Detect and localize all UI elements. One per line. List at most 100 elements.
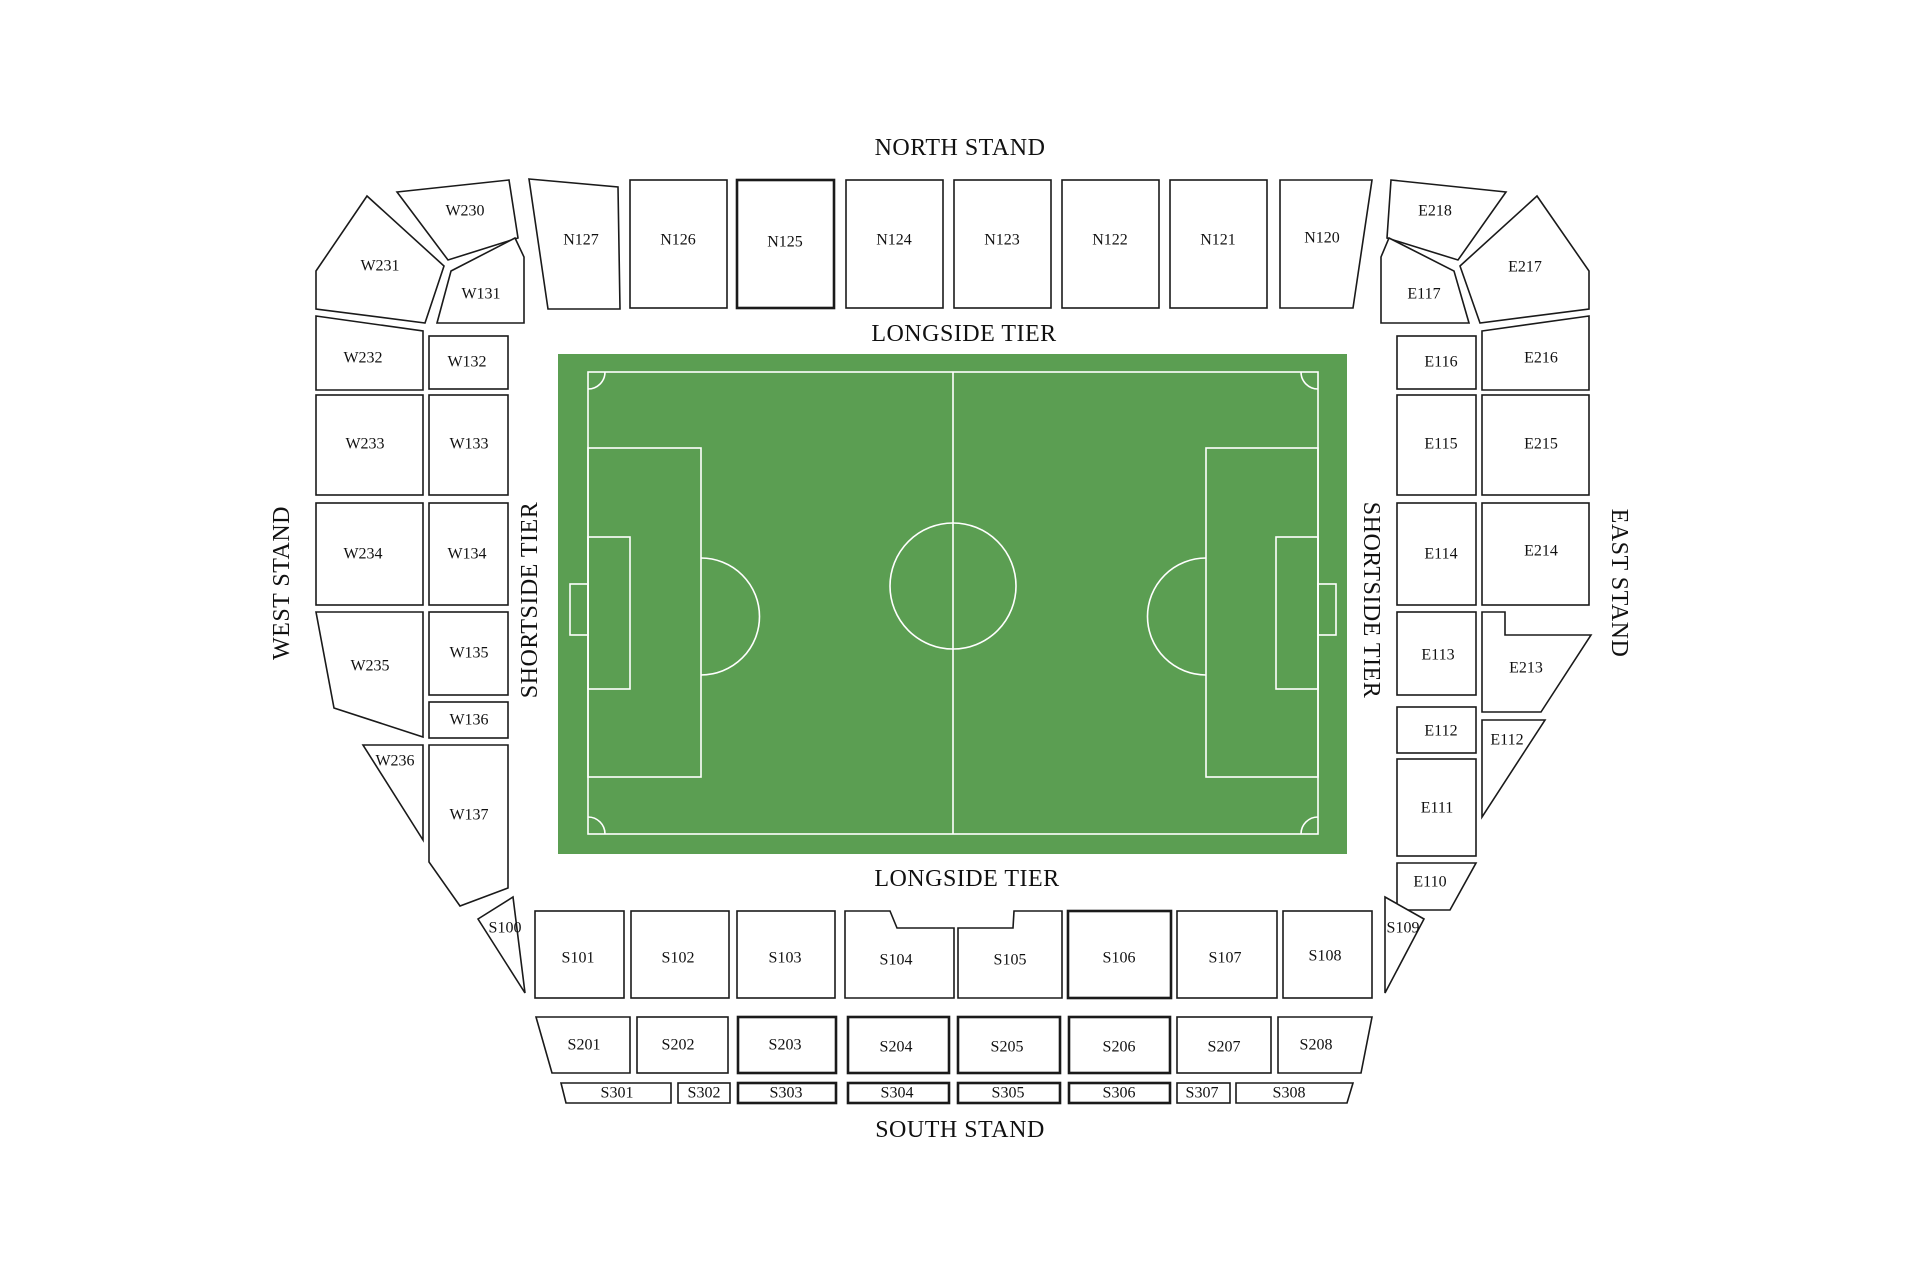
section-n124[interactable]: N124 [845, 179, 944, 309]
svg-text:S303: S303 [770, 1085, 803, 1102]
section-s207[interactable]: S207 [1176, 1016, 1272, 1074]
corner-arc-top-left [587, 371, 606, 390]
svg-text:W236: W236 [375, 753, 414, 770]
section-w133[interactable]: W133 [428, 394, 509, 496]
section-n123[interactable]: N123 [953, 179, 1052, 309]
svg-text:S307: S307 [1186, 1085, 1219, 1102]
svg-text:E215: E215 [1524, 436, 1558, 453]
svg-text:N126: N126 [660, 232, 696, 249]
section-s301[interactable]: S301 [559, 1082, 672, 1104]
section-e116[interactable]: E116 [1396, 335, 1477, 390]
section-s100[interactable]: S100 [476, 895, 526, 994]
svg-text:E213: E213 [1509, 660, 1543, 677]
section-s203[interactable]: S203 [736, 1015, 838, 1075]
section-e113[interactable]: E113 [1396, 611, 1477, 696]
svg-text:S100: S100 [489, 920, 522, 937]
section-s107[interactable]: S107 [1176, 910, 1278, 999]
section-s105[interactable]: S105 [957, 910, 1063, 999]
section-s102[interactable]: S102 [630, 910, 730, 999]
section-e216[interactable]: E216 [1481, 315, 1590, 391]
section-w137[interactable]: W137 [428, 744, 509, 907]
section-n125[interactable]: N125 [735, 178, 836, 310]
section-e115[interactable]: E115 [1396, 394, 1477, 496]
svg-text:S102: S102 [662, 950, 695, 967]
svg-text:S204: S204 [880, 1039, 913, 1056]
section-e218[interactable]: E218 [1386, 179, 1508, 261]
corner-arc-bottom-right [1300, 816, 1319, 835]
west-stand: W230 W231 W131 W232 W132 W233 W133 W234 [315, 179, 525, 907]
corner-arc-top-right [1300, 371, 1319, 390]
pitch [558, 354, 1347, 854]
section-w233[interactable]: W233 [315, 394, 424, 496]
section-e214[interactable]: E214 [1481, 502, 1590, 606]
section-n126[interactable]: N126 [629, 179, 728, 309]
section-e114[interactable]: E114 [1396, 502, 1477, 606]
svg-text:W132: W132 [447, 354, 486, 371]
section-n120[interactable]: N120 [1279, 179, 1373, 309]
svg-text:S203: S203 [769, 1037, 802, 1054]
south-stand-upper: S301 S302 S303 S304 S305 S306 S307 S308 [559, 1081, 1355, 1105]
svg-text:W131: W131 [461, 286, 500, 303]
centre-circle [889, 522, 1017, 650]
svg-text:N123: N123 [984, 232, 1020, 249]
section-s109[interactable]: S109 [1384, 895, 1426, 994]
svg-text:S108: S108 [1309, 948, 1342, 965]
section-e112-outer[interactable]: E112 [1481, 719, 1547, 820]
section-e215[interactable]: E215 [1481, 394, 1590, 496]
section-s307[interactable]: S307 [1176, 1082, 1231, 1104]
section-w234[interactable]: W234 [315, 502, 424, 606]
section-s108[interactable]: S108 [1282, 910, 1373, 999]
svg-text:W230: W230 [445, 203, 484, 220]
section-w134[interactable]: W134 [428, 502, 509, 606]
section-w132[interactable]: W132 [428, 335, 509, 390]
section-s202[interactable]: S202 [636, 1016, 729, 1074]
svg-text:E117: E117 [1407, 286, 1440, 303]
section-n122[interactable]: N122 [1061, 179, 1160, 309]
section-w232[interactable]: W232 [315, 315, 424, 391]
section-s106[interactable]: S106 [1066, 909, 1173, 1000]
section-e213[interactable]: E213 [1481, 611, 1593, 713]
svg-text:S105: S105 [994, 952, 1027, 969]
section-s303[interactable]: S303 [736, 1081, 838, 1105]
section-w231[interactable]: W231 [315, 194, 445, 324]
section-e111[interactable]: E111 [1396, 758, 1477, 857]
svg-text:E116: E116 [1424, 354, 1457, 371]
section-e217[interactable]: E217 [1459, 194, 1590, 324]
section-w230[interactable]: W230 [395, 179, 519, 261]
section-s206[interactable]: S206 [1067, 1015, 1172, 1075]
north-stand: N127 N126 N125 N124 N123 N122 N121 N120 [528, 178, 1373, 310]
svg-text:W137: W137 [449, 807, 488, 824]
section-s308[interactable]: S308 [1235, 1082, 1355, 1104]
section-s305[interactable]: S305 [956, 1081, 1062, 1105]
section-s302[interactable]: S302 [677, 1082, 731, 1104]
section-w235[interactable]: W235 [315, 611, 424, 739]
section-w236[interactable]: W236 [361, 744, 424, 843]
svg-text:S106: S106 [1103, 950, 1136, 967]
svg-text:E112: E112 [1424, 723, 1457, 740]
section-e117[interactable]: E117 [1380, 236, 1471, 324]
section-s304[interactable]: S304 [846, 1081, 951, 1105]
section-s204[interactable]: S204 [846, 1015, 951, 1075]
west-stand-label: WEST STAND [269, 506, 295, 660]
section-e110[interactable]: E110 [1396, 862, 1478, 911]
section-s101[interactable]: S101 [534, 910, 625, 999]
svg-text:E113: E113 [1421, 647, 1454, 664]
shortside-tier-left-label: SHORTSIDE TIER [517, 502, 543, 698]
section-s201[interactable]: S201 [534, 1016, 631, 1074]
section-s103[interactable]: S103 [736, 910, 836, 999]
section-e112-inner[interactable]: E112 [1396, 706, 1477, 754]
section-w131[interactable]: W131 [435, 236, 525, 324]
svg-text:E112: E112 [1490, 732, 1523, 749]
section-s205[interactable]: S205 [956, 1015, 1062, 1075]
section-s104[interactable]: S104 [844, 910, 955, 999]
svg-text:W134: W134 [447, 546, 486, 563]
section-s306[interactable]: S306 [1067, 1081, 1172, 1105]
east-stand-label: EAST STAND [1606, 509, 1632, 658]
section-n121[interactable]: N121 [1169, 179, 1268, 309]
svg-text:S103: S103 [769, 950, 802, 967]
section-s208[interactable]: S208 [1277, 1016, 1373, 1074]
section-n127[interactable]: N127 [528, 178, 621, 310]
section-w135[interactable]: W135 [428, 611, 509, 696]
corner-arc-bottom-left [587, 816, 606, 835]
section-w136[interactable]: W136 [428, 701, 509, 739]
